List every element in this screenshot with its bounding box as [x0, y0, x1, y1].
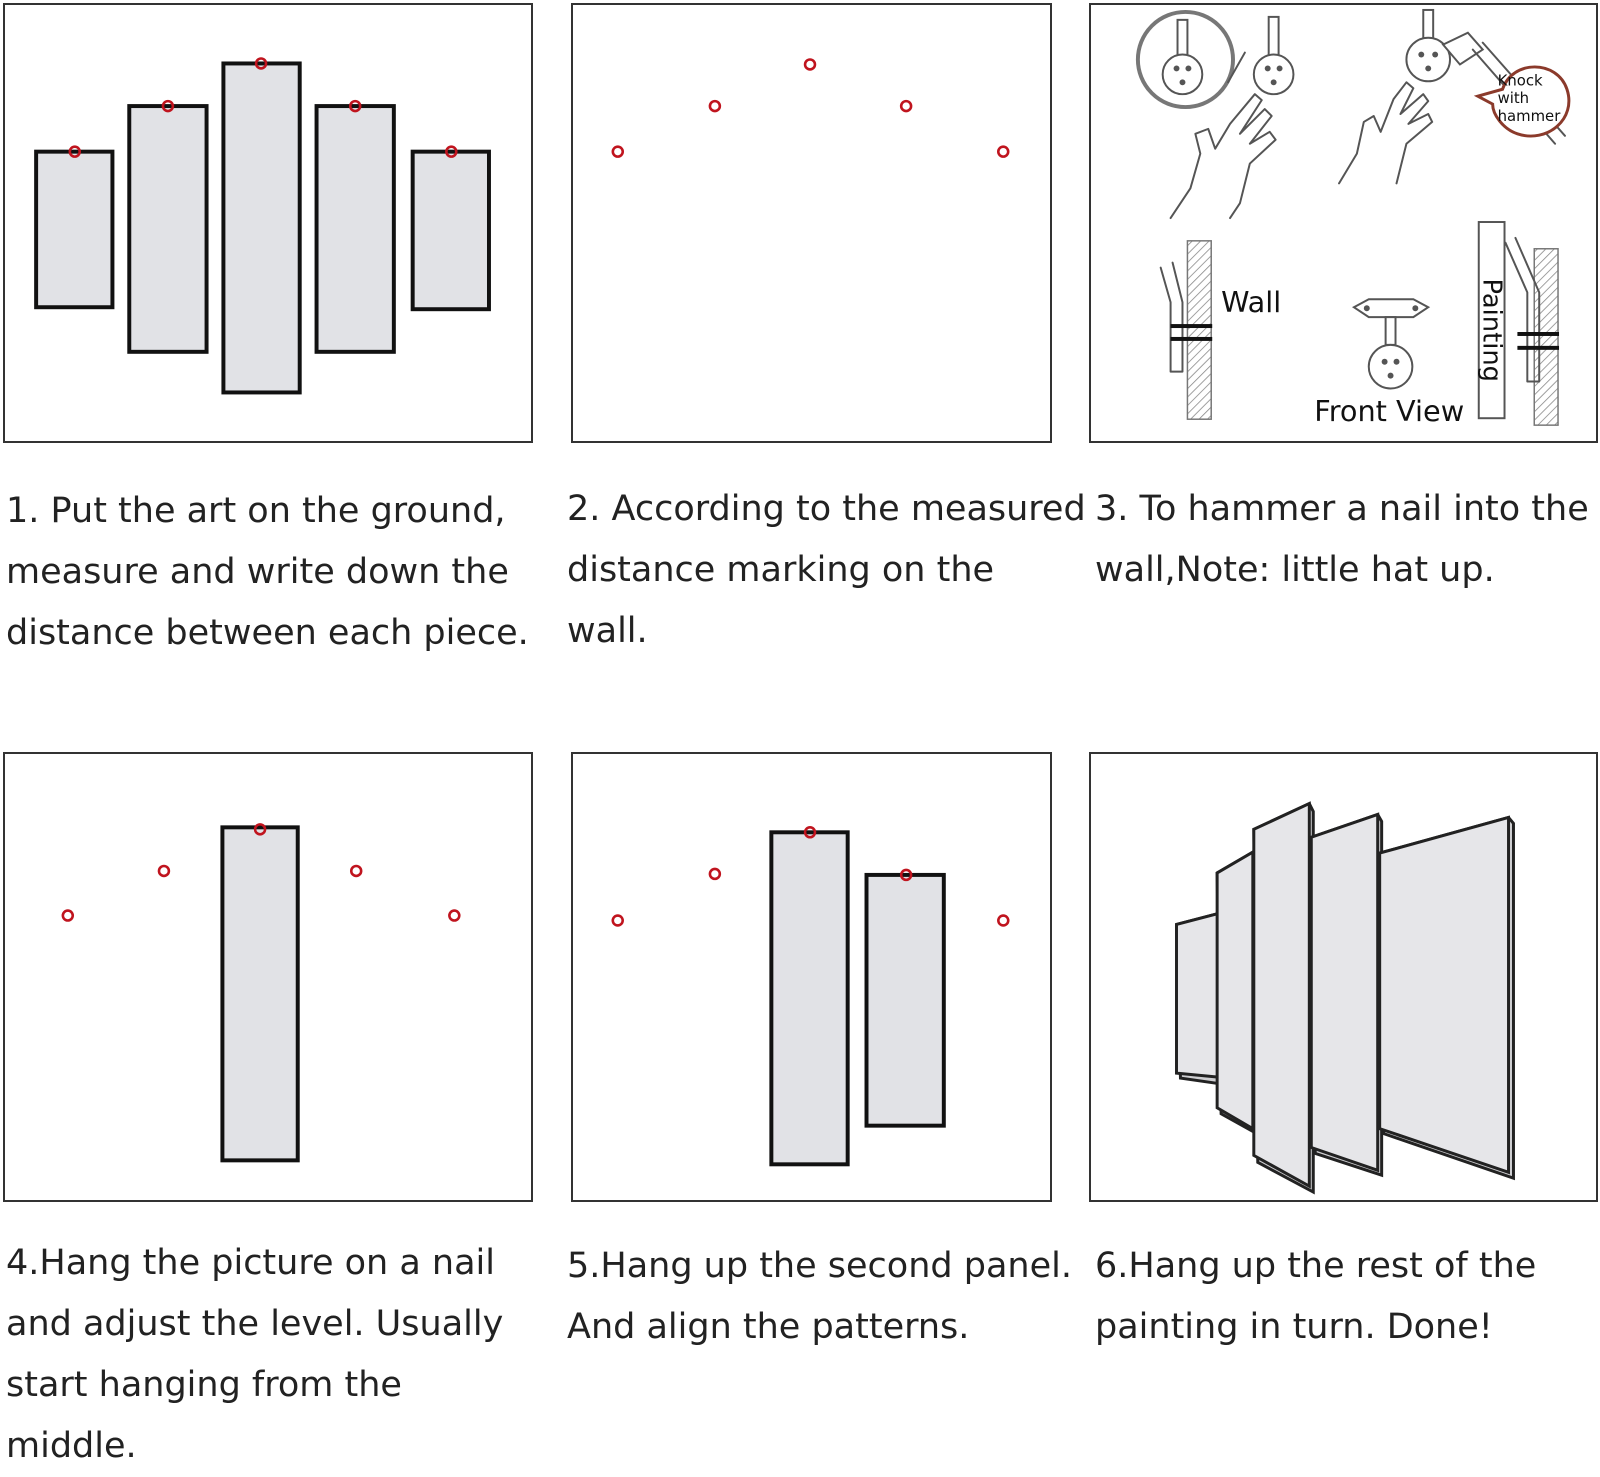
hung-panel: [1378, 815, 1515, 1181]
step-1-caption: 1. Put the art on the ground, measure an…: [6, 481, 529, 664]
art-panel-3: [221, 61, 302, 395]
art-panel-center: [769, 830, 850, 1167]
step-3-illustration: Knock with hammer Wall Front View: [1089, 3, 1598, 443]
caption-line: start hanging from the: [6, 1365, 402, 1405]
caption-line: 5.Hang up the second panel.: [567, 1246, 1072, 1286]
caption-line: and adjust the level. Usually: [6, 1304, 504, 1344]
step-2-illustration: [571, 3, 1052, 443]
painting-label: Painting: [1477, 278, 1507, 382]
nail-marker: [61, 909, 75, 922]
caption-line: painting in turn. Done!: [1095, 1307, 1493, 1347]
nail-marker: [803, 58, 817, 71]
step-4-illustration: [3, 752, 533, 1202]
wall-markings: [611, 58, 1010, 158]
hung-panel: [1215, 849, 1259, 1137]
nail-marker: [68, 145, 82, 158]
nail-marker: [448, 909, 461, 922]
nail-marker: [611, 145, 625, 158]
hook-front-view-icon: [1351, 298, 1431, 390]
caption-line: distance between each piece.: [6, 613, 529, 653]
hung-panel: [1309, 812, 1384, 1178]
knock-label-line: Knock: [1498, 71, 1543, 89]
step-6-illustration: [1089, 752, 1598, 1202]
nail-marker: [708, 99, 722, 113]
nail-marker: [157, 864, 171, 878]
nail-marker: [254, 57, 268, 70]
step-3-caption: 3. To hammer a nail into the wall,Note: …: [1095, 479, 1589, 601]
art-panel-right: [864, 872, 946, 1128]
caption-line: measure and write down the: [6, 552, 509, 592]
nail-marker: [348, 99, 362, 113]
caption-line: wall.: [567, 611, 648, 651]
front-view-label: Front View: [1314, 394, 1464, 428]
step-6-caption: 6.Hang up the rest of the painting in tu…: [1095, 1236, 1536, 1358]
nail-marker: [708, 867, 722, 881]
caption-line: And align the patterns.: [567, 1307, 970, 1347]
hung-panel: [1252, 801, 1315, 1195]
nail-marker: [899, 868, 913, 882]
caption-line: 1. Put the art on the ground,: [6, 491, 506, 531]
knock-label-line: hammer: [1498, 107, 1562, 125]
second-panel-hung: [611, 826, 1010, 1167]
caption-line: 6.Hang up the rest of the: [1095, 1246, 1537, 1286]
step-1-illustration: [3, 3, 533, 443]
knock-label-line: with: [1498, 89, 1530, 107]
hung-panel: [1174, 911, 1224, 1086]
finished-five-panel-perspective: [1174, 801, 1515, 1195]
caption-line: 4.Hang the picture on a nail: [6, 1243, 495, 1283]
five-panel-layout: [34, 57, 491, 395]
caption-line: 3. To hammer a nail into the: [1095, 489, 1589, 529]
art-panel-1: [34, 149, 115, 310]
hook-installation-sketch: Knock with hammer Wall Front View: [1135, 8, 1571, 428]
caption-line: middle.: [6, 1426, 137, 1466]
caption-line: distance marking on the: [567, 550, 995, 590]
hook-on-wall-icon: [1252, 15, 1295, 96]
step-4-caption: 4.Hang the picture on a nail and adjust …: [6, 1233, 503, 1477]
nail-marker: [349, 864, 363, 878]
hand-holding-nail-icon: [1338, 81, 1434, 185]
nail-marker: [161, 99, 175, 113]
hand-pressing-icon: [1169, 93, 1277, 220]
caption-line: 2. According to the measured: [567, 489, 1086, 529]
knock-with-hammer-callout: Knock with hammer: [1473, 65, 1571, 138]
wall-label: Wall: [1221, 285, 1281, 319]
nail-marker: [611, 914, 624, 927]
step-5-caption: 5.Hang up the second panel. And align th…: [567, 1236, 1072, 1358]
nail-marker: [445, 145, 458, 158]
nail-marker: [899, 99, 913, 113]
first-panel-hung: [61, 823, 461, 1163]
art-panel-center: [220, 825, 300, 1163]
nail-marker: [996, 145, 1010, 158]
art-panel-2: [127, 104, 209, 354]
painting-side-view-icon: [1477, 221, 1560, 426]
nail-marker: [803, 826, 817, 839]
nail-marker: [997, 914, 1010, 927]
wall-side-view-icon: [1159, 240, 1213, 420]
hook-closeup-icon: [1135, 9, 1246, 110]
caption-line: wall,Note: little hat up.: [1095, 550, 1495, 590]
step-2-caption: 2. According to the measured distance ma…: [567, 479, 1086, 662]
art-panel-5: [410, 149, 491, 312]
nail-marker: [253, 823, 267, 836]
art-panel-4: [314, 104, 396, 354]
step-5-illustration: [571, 752, 1052, 1202]
